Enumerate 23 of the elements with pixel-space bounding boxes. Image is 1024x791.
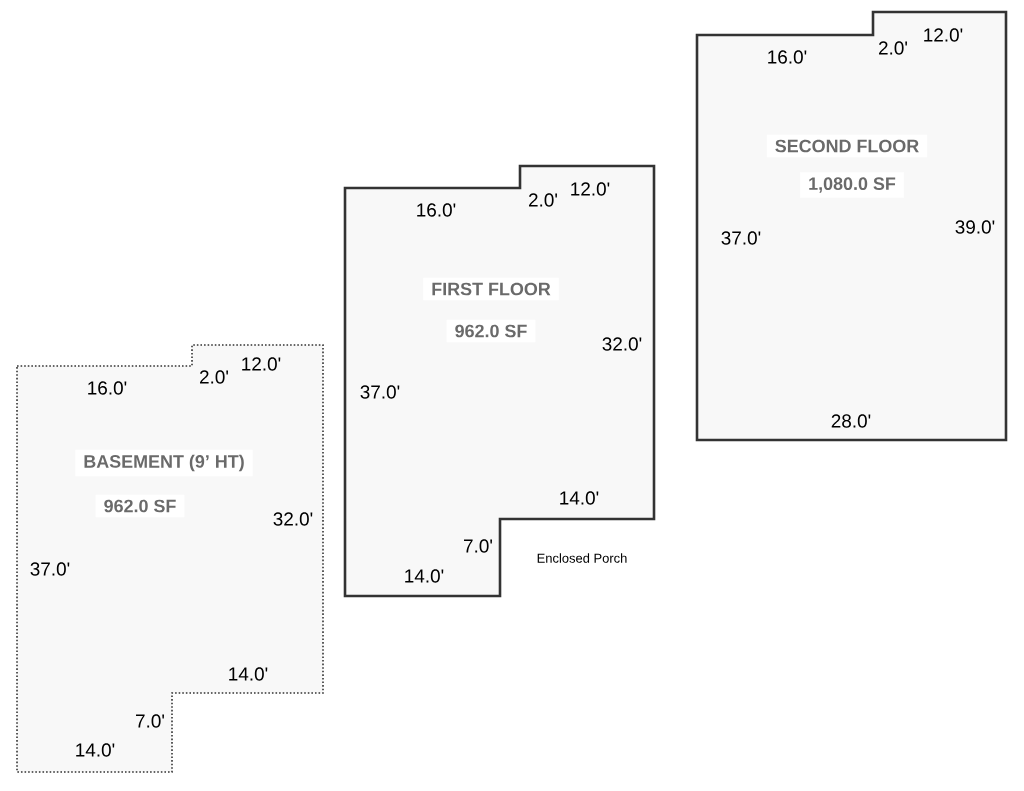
dimension-label: 2.0' [529,193,557,207]
dimension-label: 37.0' [721,231,761,245]
dimension-label: 14.0' [229,667,268,681]
dimension-label: 32.0' [273,512,313,526]
dimension-label: 12.0' [924,28,963,42]
dimension-label: 32.0' [602,337,642,351]
dimension-label: 14.0' [405,569,444,583]
dimension-label: 28.0' [831,414,871,428]
dimension-label: 14.0' [560,491,599,505]
dimension-label: 16.0' [768,50,807,64]
dimension-label: 2.0' [879,41,907,55]
dimension-label: 39.0' [955,220,995,234]
dimension-label: 7.0' [136,714,164,728]
dimension-label: 2.0' [200,370,228,384]
dimension-label: 16.0' [417,203,456,217]
dimension-label: 37.0' [360,385,400,399]
dimension-label: 16.0' [88,381,127,395]
dimension-label: 12.0' [242,357,281,371]
room-label: Enclosed Porch [537,553,627,563]
dimension-label: 37.0' [30,562,70,576]
dimension-label: 14.0' [76,743,115,757]
dimension-label: 12.0' [571,182,610,196]
dimension-label: 7.0' [464,539,492,553]
